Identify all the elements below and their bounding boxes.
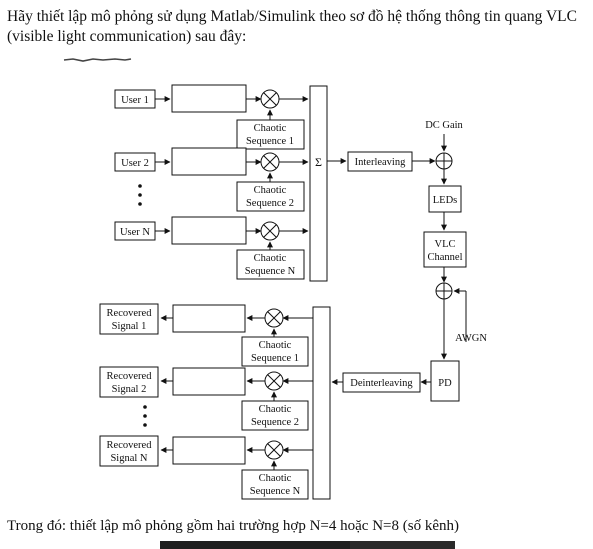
dc-gain-label: DC Gain — [425, 120, 463, 131]
vlc-channel-line2: Channel — [428, 252, 463, 263]
rx-distribution-bar — [312, 306, 331, 500]
user-2-label: User 2 — [121, 158, 149, 169]
bottom-dark-strip — [160, 541, 350, 549]
tx-block-2 — [171, 147, 247, 176]
rx-block-1 — [172, 304, 246, 333]
tx-chaotic-box-n — [236, 249, 305, 280]
vlc-channel-line1: VLC — [435, 239, 456, 250]
recovered-signal-n-line2: Signal N — [110, 453, 147, 464]
leds-box — [428, 185, 462, 213]
tx-chaotic-n-line1: Chaotic — [254, 253, 287, 264]
rx-chaotic-2-line1: Chaotic — [259, 404, 292, 415]
rx-chaotic-n-line2: Sequence N — [250, 486, 301, 497]
tx-chaotic-1-line1: Chaotic — [254, 123, 287, 134]
recovered-signal-2-box — [99, 366, 159, 398]
recovered-signal-n-box — [99, 435, 159, 467]
footer-note: Trong đó: thiết lập mô phỏng gồm hai trư… — [7, 518, 459, 534]
sum-symbol: Σ — [315, 155, 322, 169]
scribble-mark — [63, 58, 132, 62]
tx-chaotic-box-2 — [236, 181, 305, 212]
user-n-label: User N — [120, 227, 150, 238]
rx-chaotic-n-line1: Chaotic — [259, 473, 292, 484]
tx-chaotic-2-line1: Chaotic — [254, 185, 287, 196]
tx-chaotic-n-line2: Sequence N — [245, 266, 296, 277]
rx-block-2 — [172, 367, 246, 396]
user-1-label: User 1 — [121, 95, 149, 106]
deinterleaving-label: Deinterleaving — [350, 378, 413, 389]
rx-chaotic-box-n — [241, 469, 309, 500]
summing-bar — [309, 85, 328, 282]
recovered-signal-1-line2: Signal 1 — [112, 321, 147, 332]
intro-paragraph: Hãy thiết lập mô phỏng sử dụng Matlab/Si… — [7, 8, 577, 45]
recovered-signal-2-line2: Signal 2 — [112, 384, 147, 395]
recovered-signal-1-box — [99, 303, 159, 335]
rx-chaotic-1-line2: Sequence 1 — [251, 353, 299, 364]
awgn-label: AWGN — [455, 333, 487, 344]
rx-chaotic-box-1 — [241, 336, 309, 367]
leds-label: LEDs — [433, 195, 458, 206]
bottom-dark-strip — [350, 541, 455, 549]
recovered-signal-1-line1: Recovered — [107, 308, 153, 319]
rx-chaotic-2-line2: Sequence 2 — [251, 417, 299, 428]
rx-chaotic-1-line1: Chaotic — [259, 340, 292, 351]
tx-block-1 — [171, 84, 247, 113]
tx-block-n — [171, 216, 247, 245]
tx-chaotic-2-line2: Sequence 2 — [246, 198, 294, 209]
vlc-channel-box — [423, 231, 467, 268]
pd-label: PD — [438, 378, 452, 389]
pd-box — [430, 360, 460, 402]
interleaving-label: Interleaving — [355, 157, 406, 168]
rx-block-n — [172, 436, 246, 465]
recovered-signal-n-line1: Recovered — [107, 440, 153, 451]
rx-chaotic-box-2 — [241, 400, 309, 431]
tx-chaotic-1-line2: Sequence 1 — [246, 136, 294, 147]
tx-chaotic-box-1 — [236, 119, 305, 150]
recovered-signal-2-line1: Recovered — [107, 371, 153, 382]
